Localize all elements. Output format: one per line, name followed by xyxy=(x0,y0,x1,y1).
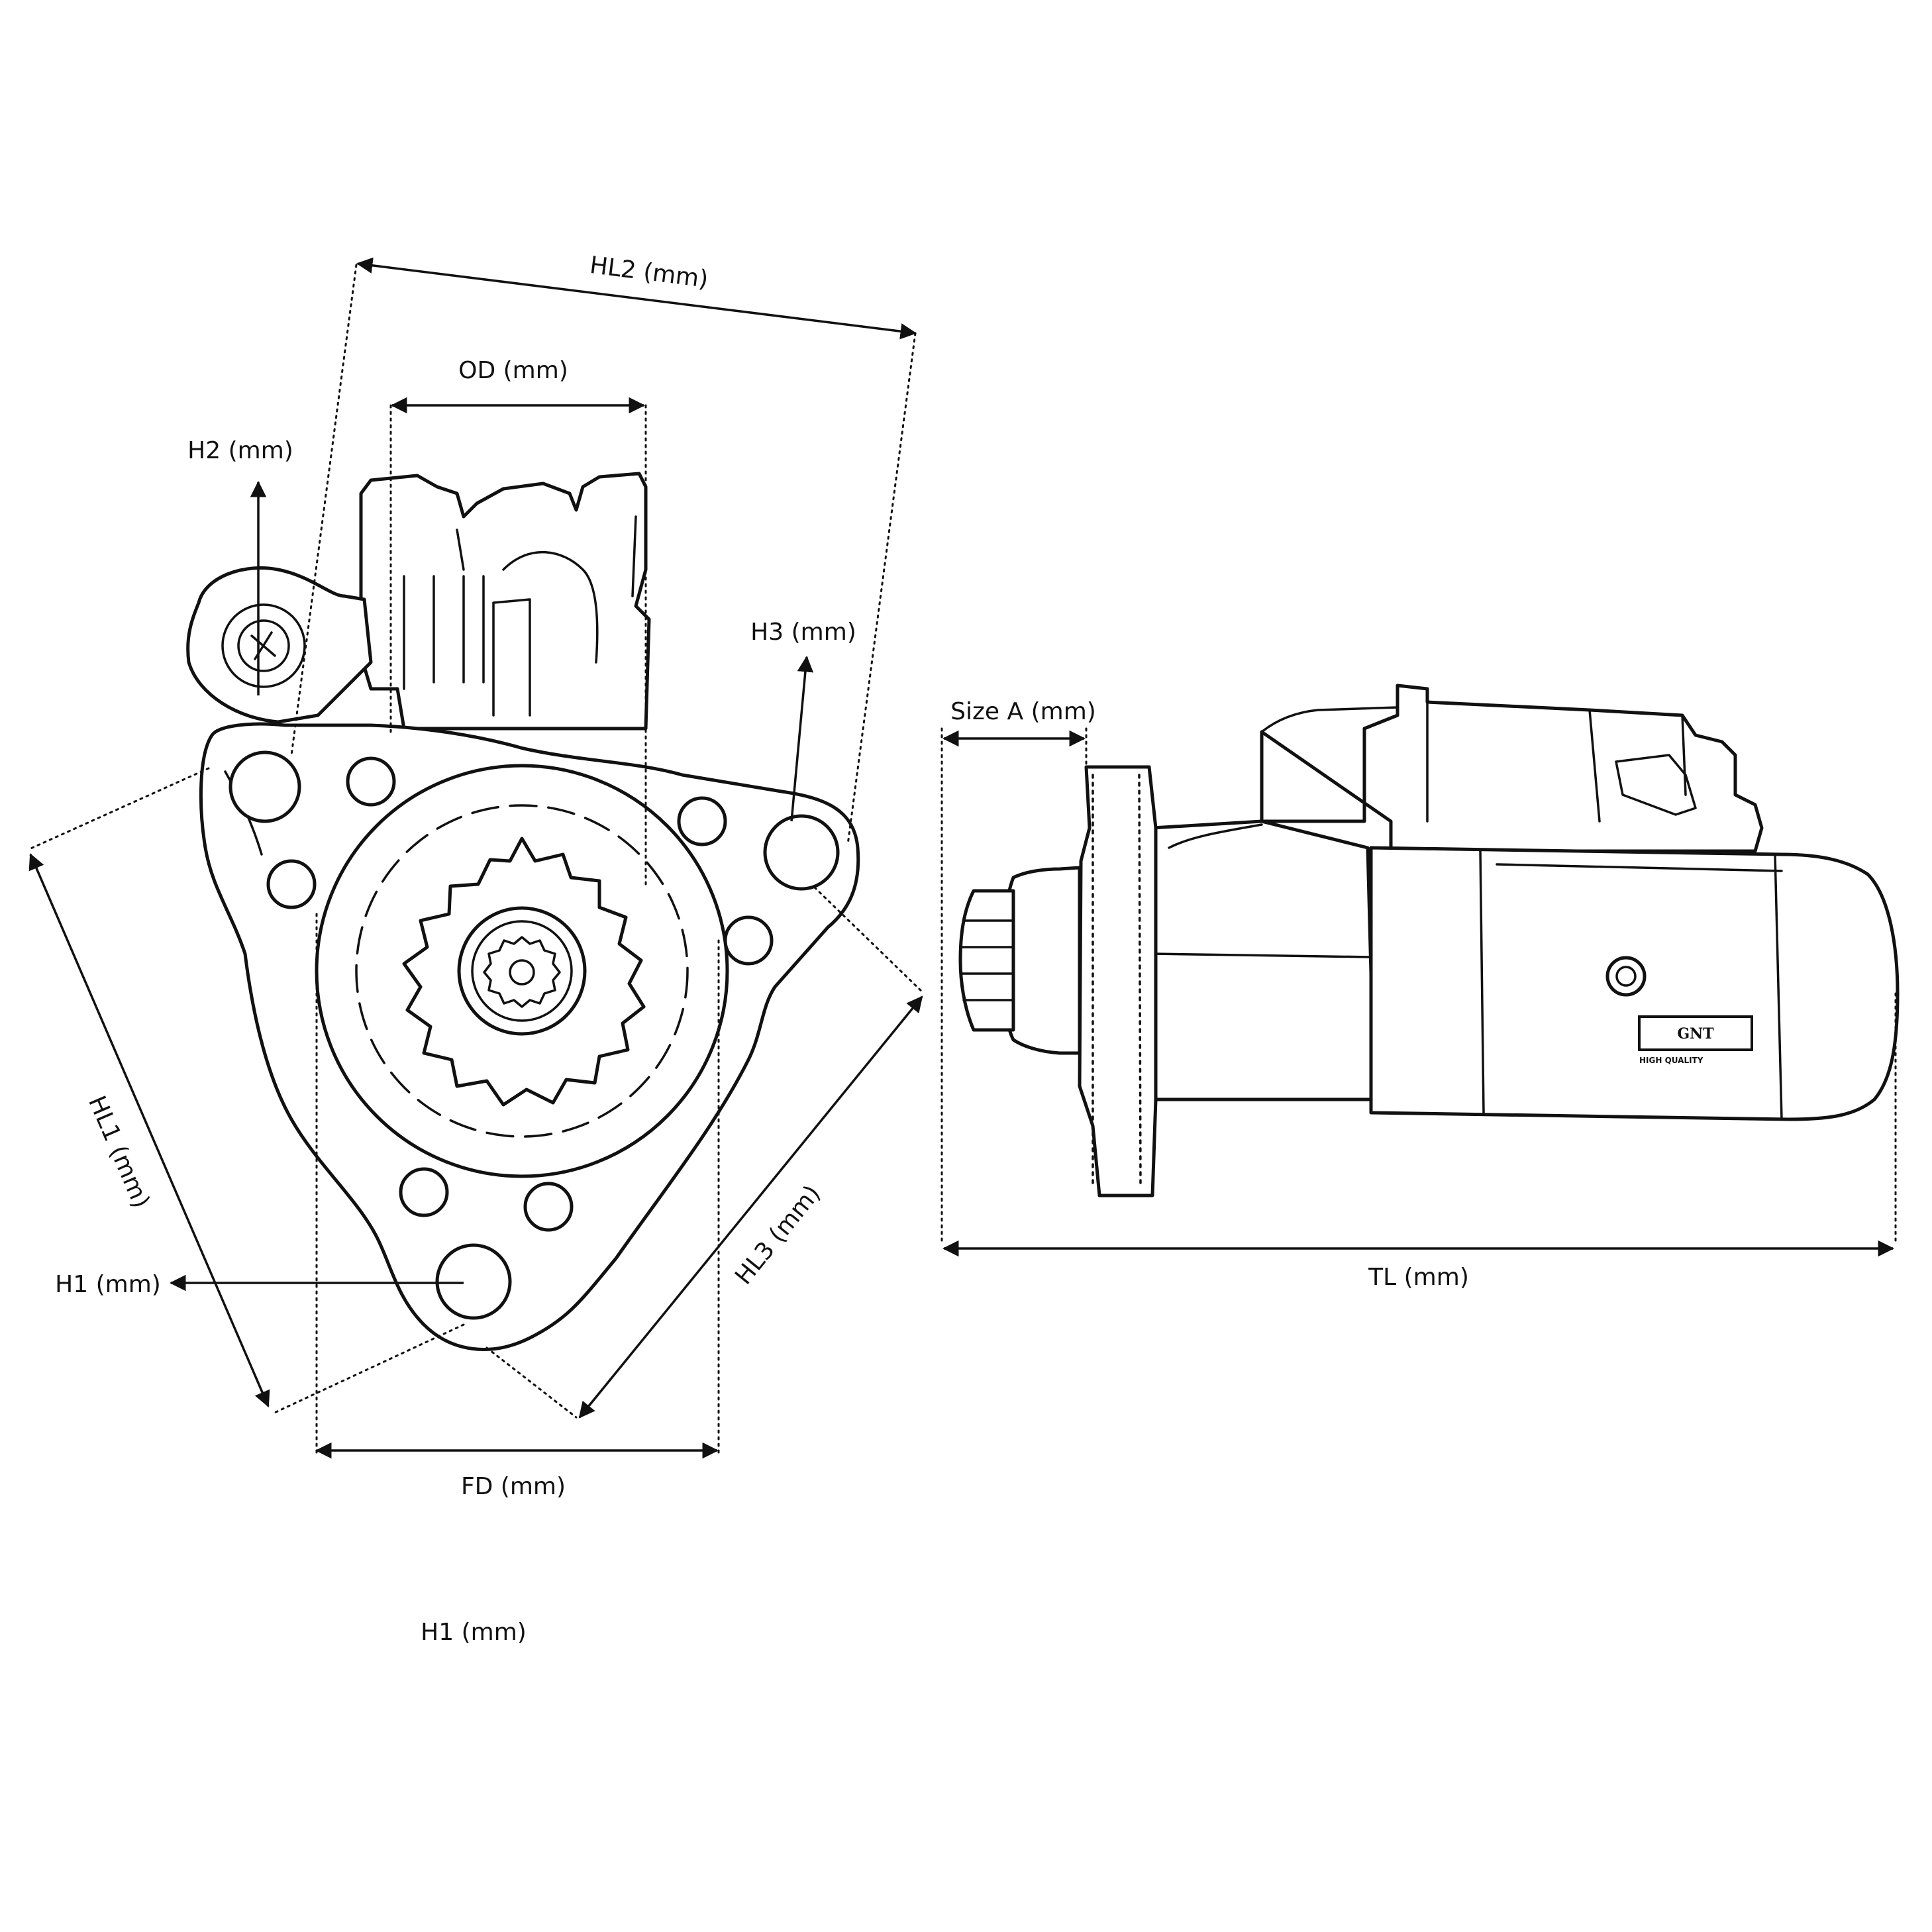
size-a-label: Size A (mm) xyxy=(950,698,1096,725)
hl1-label: HL1 (mm) xyxy=(83,1092,155,1212)
h3-label: H3 (mm) xyxy=(750,619,856,646)
hl3-label: HL3 (mm) xyxy=(730,1180,826,1290)
shaft-collar xyxy=(457,906,587,1036)
case-bolt xyxy=(1605,956,1647,997)
h1-bolt-hole xyxy=(435,1243,512,1320)
screw-hole xyxy=(346,756,396,807)
side-labels: Size A (mm) TL (mm) xyxy=(950,698,1469,1291)
hl1-dimension-line xyxy=(28,853,270,1407)
side-extension-lines xyxy=(941,727,1897,1246)
footer-h1-label: H1 (mm) xyxy=(421,1619,527,1646)
screw-hole xyxy=(677,796,727,846)
brand-text: GNT xyxy=(1677,1025,1714,1042)
nameplate: GNT HIGH QUALITY xyxy=(1638,1015,1753,1065)
splined-shaft xyxy=(483,936,561,1008)
front-view xyxy=(186,472,860,1351)
od-label: OD (mm) xyxy=(458,357,568,384)
brand-logo xyxy=(1638,1015,1753,1051)
solenoid-body xyxy=(1260,684,1764,853)
side-mounting-flange xyxy=(1078,765,1158,1197)
h3-pointer xyxy=(790,655,814,822)
drive-housing xyxy=(1150,819,1376,1101)
hl2-dimension-line xyxy=(356,257,917,340)
screw-hole xyxy=(523,1182,574,1232)
tl-label: TL (mm) xyxy=(1368,1264,1469,1291)
h2-bolt-hole xyxy=(229,750,301,823)
bolt-holes xyxy=(229,750,840,1320)
h3-bolt-hole xyxy=(763,814,840,891)
fd-label: FD (mm) xyxy=(461,1473,566,1500)
terminal-post xyxy=(186,566,373,724)
screw-hole xyxy=(723,915,774,966)
hl2-label: HL2 (mm) xyxy=(588,252,709,293)
pinion-teeth xyxy=(958,889,1015,1032)
tagline-text: HIGH QUALITY xyxy=(1639,1056,1703,1065)
h2-label: H2 (mm) xyxy=(187,437,293,464)
side-view: GNT HIGH QUALITY xyxy=(958,684,1900,1197)
h1-label: H1 (mm) xyxy=(55,1271,161,1298)
dimension-arrows xyxy=(28,257,923,1459)
screw-hole xyxy=(266,859,317,909)
side-dimension-arrows xyxy=(942,730,1895,1257)
extension-lines xyxy=(26,264,925,1455)
hl3-dimension-line xyxy=(578,995,923,1419)
screw-hole xyxy=(399,1167,449,1217)
